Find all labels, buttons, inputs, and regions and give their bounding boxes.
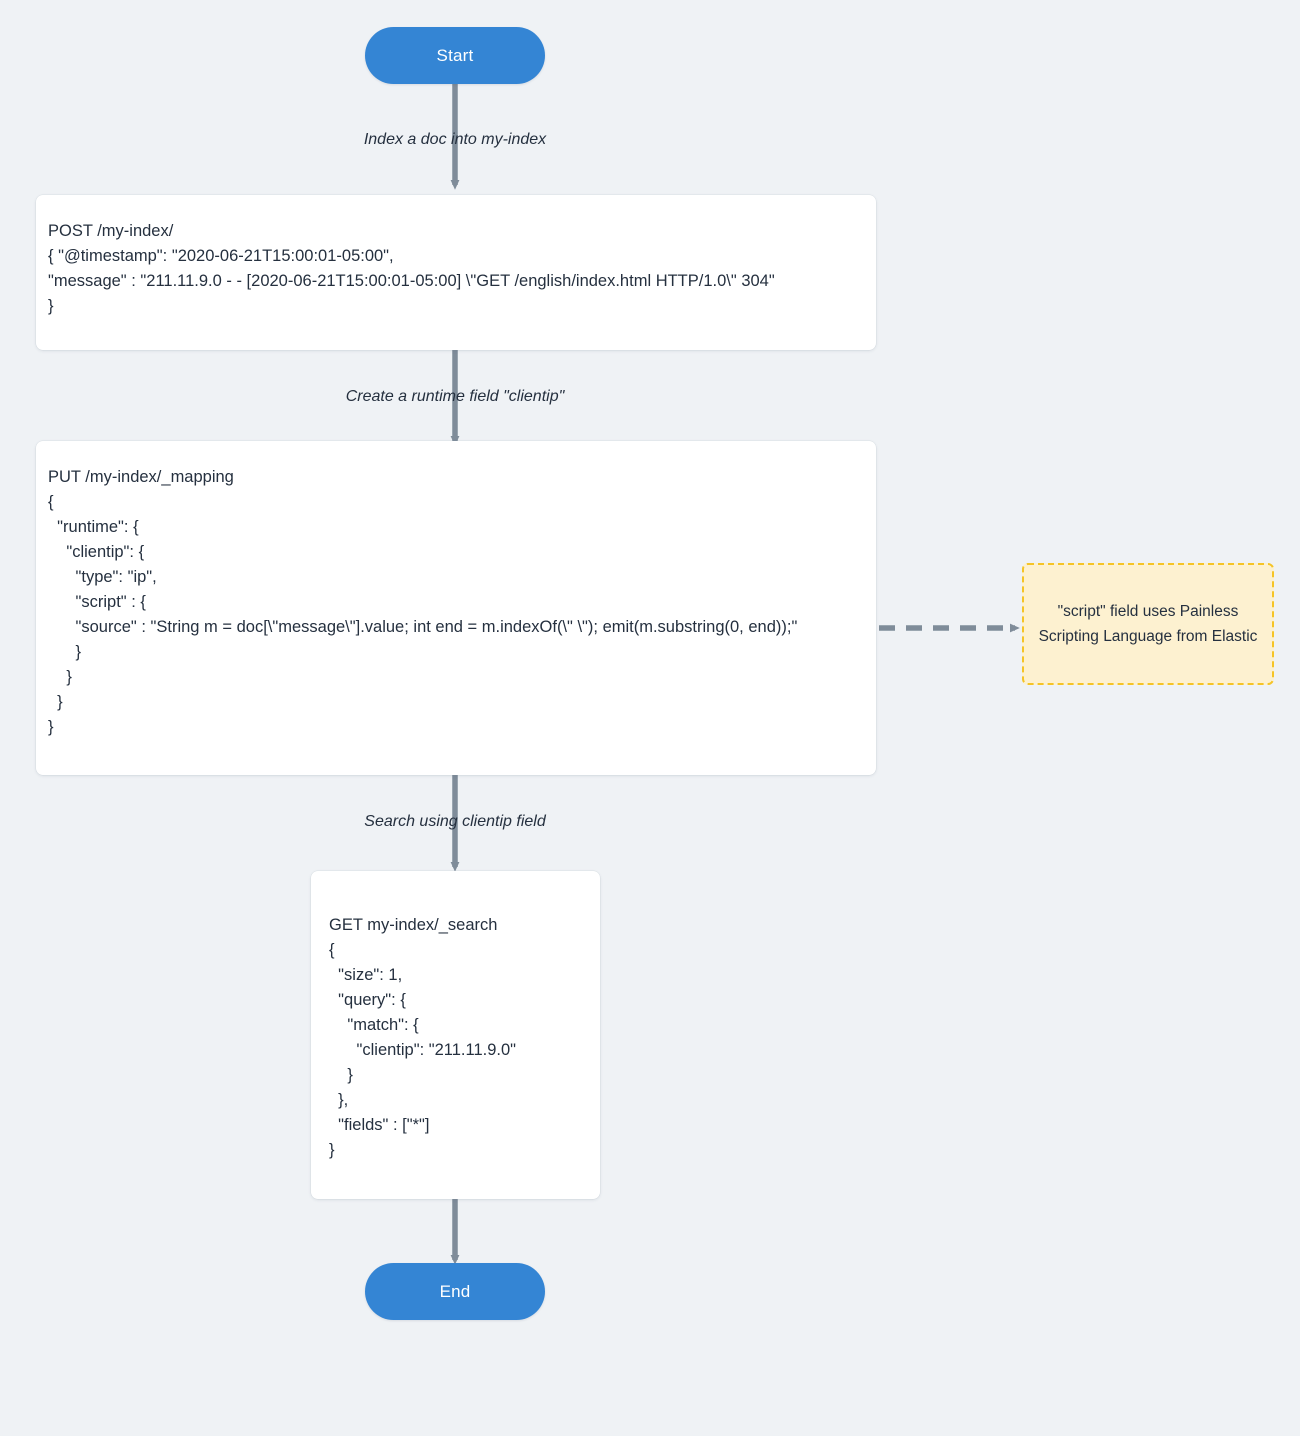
get-block-code: GET my-index/_search { "size": 1, "query… bbox=[329, 916, 517, 1159]
node-note-painless: "script" field uses Painless Scripting L… bbox=[1022, 563, 1274, 685]
node-end-label: End bbox=[439, 1281, 471, 1301]
note-painless-text: "script" field uses Painless Scripting L… bbox=[1038, 603, 1258, 645]
node-start[interactable]: Start bbox=[365, 27, 545, 84]
edge-label-create-runtime-field: Create a runtime field "clientip" bbox=[345, 388, 565, 405]
edge-label-search-using-clientip: Search using clientip field bbox=[364, 813, 546, 830]
node-end[interactable]: End bbox=[365, 1263, 545, 1320]
edge-label-index-a-doc: Index a doc into my-index bbox=[363, 131, 547, 148]
node-get-block[interactable]: GET my-index/_search { "size": 1, "query… bbox=[311, 871, 600, 1199]
node-post-block[interactable]: POST /my-index/ { "@timestamp": "2020-06… bbox=[36, 195, 876, 350]
node-put-block[interactable]: PUT /my-index/_mapping { "runtime": { "c… bbox=[36, 441, 876, 775]
post-block-code: POST /my-index/ { "@timestamp": "2020-06… bbox=[48, 222, 775, 315]
node-start-label: Start bbox=[436, 45, 474, 65]
put-block-code: PUT /my-index/_mapping { "runtime": { "c… bbox=[48, 468, 798, 736]
